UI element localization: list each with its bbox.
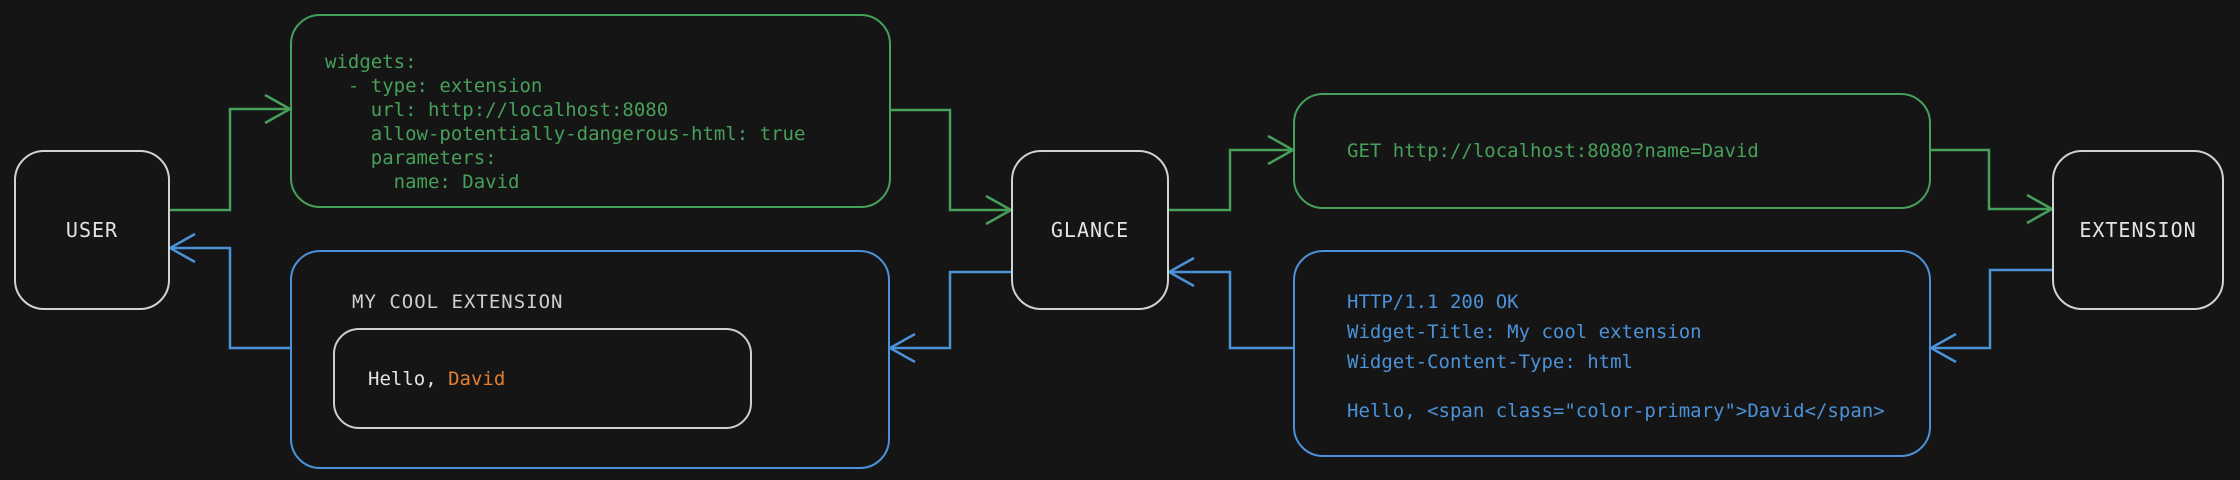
response-line [1347,377,1909,396]
config-line: parameters: [325,147,497,169]
arrow-config-to-glance [891,108,1014,226]
arrow-widget-to-user [167,232,290,350]
arrowhead [887,332,916,364]
arrow-glance-to-request [1169,134,1296,212]
arrow-extension-to-response [1928,268,2052,364]
arrowhead [985,194,1014,226]
node-glance: GLANCE [1011,150,1169,310]
config-line: allow-potentially-dangerous-html: true [325,123,806,145]
node-extension: EXTENSION [2052,150,2224,310]
response-line: Hello, <span class="color-primary">David… [1347,400,1885,422]
config-box: widgets: - type: extension url: http://l… [290,14,891,208]
arrowhead [264,93,293,125]
request-text: GET http://localhost:8080?name=David [1347,140,1759,162]
config-line: url: http://localhost:8080 [325,99,669,121]
widget-box: MY COOL EXTENSION Hello, David [290,250,890,469]
greeting-name: David [448,367,506,390]
greeting-prefix: Hello, [368,367,449,390]
config-line: name: David [325,171,520,193]
node-glance-label: GLANCE [1050,218,1130,242]
node-user: USER [14,150,170,310]
response-line: HTTP/1.1 200 OK [1347,291,1519,313]
request-box: GET http://localhost:8080?name=David [1293,93,1931,209]
config-line: widgets: [325,51,417,73]
widget-title: MY COOL EXTENSION [352,291,564,313]
arrow-request-to-extension [1931,148,2055,225]
widget-content-box: Hello, David [333,328,752,429]
arrow-user-to-config [170,93,293,212]
response-line: Widget-Content-Type: html [1347,351,1633,373]
arrow-glance-to-widget [887,270,1011,364]
response-line: Widget-Title: My cool extension [1347,321,1702,343]
response-box: HTTP/1.1 200 OK Widget-Title: My cool ex… [1293,250,1931,457]
arrowhead [1267,134,1296,166]
config-line: - type: extension [325,75,543,97]
arrow-response-to-glance [1166,256,1293,350]
arrowhead [1166,256,1195,288]
arrowhead [2026,193,2055,225]
greeting-text: Hello, David [368,368,505,390]
node-user-label: USER [65,218,119,242]
arrowhead [167,232,196,264]
arrowhead [1928,332,1957,364]
node-extension-label: EXTENSION [2079,218,2197,242]
